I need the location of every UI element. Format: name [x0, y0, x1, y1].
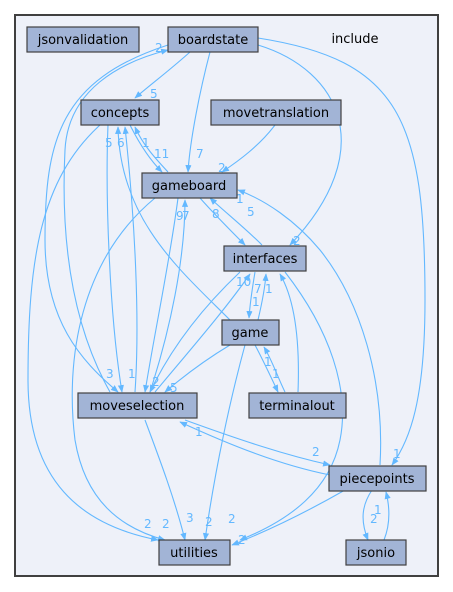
edge-count-label: 2 [152, 375, 160, 389]
edge-count-label: 1 [272, 367, 280, 381]
edge-game-concepts[interactable]: 6 [115, 126, 231, 321]
node-gameboard[interactable]: gameboard [141, 172, 238, 199]
node-utilities[interactable]: utilities [158, 539, 231, 566]
edge-piecepoints-utilities[interactable]: 2 [231, 489, 346, 547]
node-label: gameboard [152, 179, 226, 194]
edge-count-label: 1 [128, 367, 136, 381]
edge-interfaces-utilities[interactable]: 2 [228, 271, 344, 541]
edge-count-label: 2 [293, 234, 301, 248]
edge-boardstate-concepts[interactable]: 5 [134, 51, 191, 101]
node-jsonvalidation[interactable]: jsonvalidation [26, 26, 140, 53]
node-label: moveselection [90, 399, 185, 414]
node-label: jsonvalidation [37, 33, 129, 48]
node-label: piecepoints [340, 472, 415, 487]
edge-count-label: 2 [238, 533, 246, 547]
edge-gameboard-moveselection[interactable]: 9 [143, 197, 184, 393]
edge-boardstate-moveselection[interactable]: 3 [44, 44, 169, 393]
edge-count-label: 2 [370, 512, 378, 526]
edge-count-label: 2 [155, 41, 163, 55]
node-label: game [232, 326, 269, 341]
edge-game-interfaces[interactable]: 7 [254, 273, 269, 321]
edge-gameboard-interfaces[interactable]: 8 [199, 197, 246, 246]
edge-game-terminalout[interactable]: 1 [254, 344, 279, 393]
edge-game-utilities[interactable]: 2 [202, 344, 246, 541]
edge-count-label: 2 [205, 515, 213, 529]
edge-count-label: 5 [247, 205, 255, 219]
edge-moveselection-piecepoints[interactable]: 2 [184, 419, 331, 467]
edge-piecepoints-jsonio[interactable]: 2 [362, 489, 378, 541]
edge-concepts-gameboard[interactable]: 11 [129, 124, 169, 173]
edge-count-label: 5 [170, 381, 178, 395]
edge-count-label: 5 [105, 136, 113, 150]
edge-count-label: 3 [106, 367, 114, 381]
edge-terminalout-game[interactable]: 1 [263, 346, 286, 393]
edge-movetranslation-gameboard[interactable]: 2 [218, 124, 276, 175]
edge-count-label: 1 [195, 425, 203, 439]
node-label: utilities [170, 546, 218, 561]
edge-count-label: 3 [186, 511, 194, 525]
edge-count-label: 7 [254, 282, 262, 296]
edge-moveselection-utilities[interactable]: 3 [144, 419, 194, 541]
node-moveselection[interactable]: moveselection [77, 392, 198, 419]
edge-count-label: 1 [265, 282, 273, 296]
edge-count-label: 2 [144, 517, 152, 531]
edge-count-label: 1 [252, 295, 260, 309]
edge-count-label: 9 [176, 209, 184, 223]
edge-count-label: 7 [196, 147, 204, 161]
edge-count-label: 8 [212, 207, 220, 221]
edge-count-label: 1 [236, 192, 244, 206]
node-label: interfaces [233, 252, 298, 267]
edge-gameboard-utilities[interactable]: 2 [71, 197, 170, 542]
edge-jsonio-piecepoints[interactable]: 1 [374, 491, 391, 541]
node-piecepoints[interactable]: piecepoints [328, 465, 427, 492]
edge-moveselection-concepts[interactable]: 1 [122, 126, 138, 393]
node-label: boardstate [178, 33, 248, 48]
node-label: jsonio [356, 546, 395, 561]
edge-count-label: 2 [218, 161, 226, 175]
edge-count-label: 2 [228, 512, 236, 526]
edge-count-label: 1 [393, 447, 401, 461]
node-movetranslation[interactable]: movetranslation [210, 99, 342, 126]
edge-game-moveselection[interactable]: 5 [164, 344, 231, 395]
edge-boardstate-gameboard[interactable]: 7 [185, 51, 211, 173]
edge-moveselection-boardstate[interactable]: 2 [63, 41, 169, 393]
edge-concepts-utilities[interactable]: 2 [27, 124, 159, 542]
node-jsonio[interactable]: jsonio [345, 539, 407, 566]
edge-count-label: 11 [154, 147, 169, 161]
edge-count-label: 1 [374, 503, 382, 517]
node-interfaces[interactable]: interfaces [223, 245, 307, 272]
edge-concepts-moveselection[interactable]: 5 [105, 124, 124, 393]
edge-count-label: 7 [182, 209, 190, 223]
edge-count-label: 1 [142, 136, 150, 150]
edge-count-label: 2 [312, 445, 320, 459]
edge-terminalout-interfaces[interactable]: 1 [265, 273, 299, 393]
edge-count-label: 6 [117, 136, 125, 150]
node-terminalout[interactable]: terminalout [248, 392, 347, 419]
edge-count-label: 5 [150, 87, 158, 101]
edge-boardstate-piecepoints[interactable]: 1 [257, 37, 426, 466]
node-label: concepts [91, 106, 150, 121]
edge-piecepoints-gameboard[interactable]: 1 [236, 189, 382, 466]
node-label: movetranslation [223, 106, 329, 121]
node-concepts[interactable]: concepts [80, 99, 160, 126]
cluster-label: include [331, 32, 378, 47]
edge-moveselection-interfaces[interactable]: 2 [152, 273, 251, 393]
edge-count-label: 1 [264, 355, 272, 369]
edge-count-label: 2 [162, 517, 170, 531]
edge-moveselection-gameboard[interactable]: 7 [149, 199, 190, 393]
edge-interfaces-gameboard[interactable]: 5 [209, 197, 263, 246]
edge-piecepoints-moveselection[interactable]: 1 [179, 421, 331, 476]
edges: 5 7 2 1 3 11 5 2 [27, 37, 426, 547]
node-boardstate[interactable]: boardstate [167, 26, 259, 53]
node-label: terminalout [259, 399, 335, 414]
node-game[interactable]: game [221, 319, 280, 346]
edge-interfaces-game[interactable]: 1 [246, 271, 260, 319]
edge-gameboard-concepts[interactable]: 1 [134, 126, 169, 173]
